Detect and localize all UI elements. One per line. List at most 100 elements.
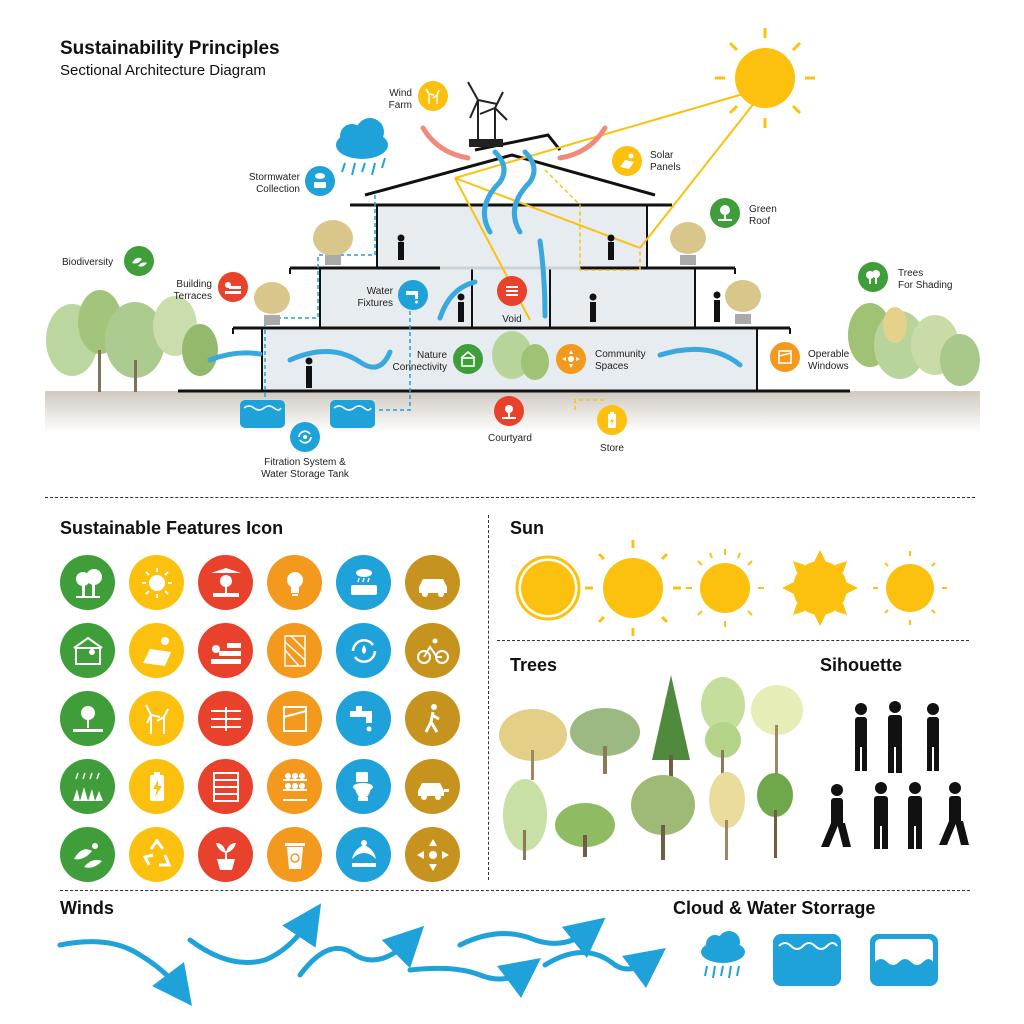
courtyard-icon [494, 396, 524, 426]
sun-variant-4 [782, 550, 858, 626]
trees-right [848, 303, 980, 386]
sun-section-title: Sun [510, 518, 544, 538]
cloud-section-title: Cloud & Water Storrage [673, 898, 876, 918]
wind-arrows [57, 903, 667, 1006]
water-tank-full-icon [773, 934, 841, 986]
community-spaces-icon [405, 827, 460, 882]
stairs-void-icon [198, 759, 253, 814]
bicycle-icon [405, 623, 460, 678]
tree-7 [555, 803, 615, 857]
void-icon [497, 276, 527, 306]
nature-connectivity-icon [60, 623, 115, 678]
filtration-system-icon [290, 422, 320, 452]
wind-flows [207, 149, 743, 370]
lightbulb-icon [267, 555, 322, 610]
trees-left [46, 290, 218, 392]
rain-cloud-icon [701, 931, 745, 979]
solar-panels-icon [612, 146, 642, 176]
icon-grid [60, 555, 460, 882]
battery-icon [129, 759, 184, 814]
section-diagram [45, 28, 980, 433]
tree-variants [499, 675, 803, 860]
birds-leaves-icon [60, 827, 115, 882]
solar-panel-icon [129, 623, 184, 678]
wind-arrow-5 [457, 917, 606, 959]
wind-farm-label: Wind Farm [388, 88, 412, 111]
winds-section-title: Winds [60, 898, 114, 918]
vertical-garden-icon [267, 759, 322, 814]
water-recycle-icon [336, 623, 391, 678]
operable-window-icon [267, 691, 322, 746]
biodiversity-icon [124, 246, 154, 276]
wind-farm-icon [418, 81, 448, 111]
silhouette-4 [821, 784, 851, 847]
page-subtitle: Sectional Architecture Diagram [60, 62, 266, 79]
tree-2 [570, 708, 640, 774]
courtyard-icon [198, 555, 253, 610]
sun-variant-3 [686, 549, 764, 627]
silhouette-2 [888, 701, 902, 773]
nature-connectivity-icon [453, 344, 483, 374]
stormwater-collection-icon [305, 166, 335, 196]
water-tank-outline-icon [870, 934, 938, 986]
electric-car-icon [405, 759, 460, 814]
silhouette-6 [908, 782, 922, 849]
sun-icon [129, 555, 184, 610]
tree-1 [499, 709, 567, 780]
biodiversity-label: Biodiversity [62, 257, 114, 268]
cloud-water-icons [701, 931, 938, 986]
toilet-icon [336, 759, 391, 814]
nature-connectivity-label: Nature Connectivity [392, 350, 447, 373]
trees-shading-label: Trees For Shading [898, 268, 953, 291]
tree-9 [709, 772, 745, 860]
building-terraces-label: Building Terraces [173, 279, 212, 302]
green-roof-icon [60, 691, 115, 746]
energy-line [544, 169, 641, 271]
wind-arrow-4 [407, 958, 542, 998]
community-spaces-label: Community Spaces [595, 349, 646, 372]
tree-10 [757, 773, 793, 858]
solar-panels-label: Solar Panels [650, 150, 681, 173]
filtration-label: Fitration System & Water Storage Tank [261, 457, 349, 480]
rain-grass-icon [60, 759, 115, 814]
water-tap-icon [336, 691, 391, 746]
fountain-icon [336, 827, 391, 882]
people [305, 234, 721, 388]
sun-variant-5 [873, 551, 947, 625]
silhouette-1 [855, 703, 867, 771]
building-terraces-icon [198, 623, 253, 678]
wind-arrow-2 [187, 903, 322, 965]
silhouette-5 [874, 782, 888, 849]
water-lines [264, 195, 411, 411]
exhaust-flows [420, 125, 608, 161]
water-fixtures-icon [398, 280, 428, 310]
rain-cloud [336, 118, 388, 176]
community-spaces-icon [556, 344, 586, 374]
building-terraces-icon [218, 272, 248, 302]
trees-shading-icon [858, 262, 888, 292]
store-label: Store [600, 443, 624, 454]
pedestrian-icon [405, 691, 460, 746]
recycle-bin-icon [267, 827, 322, 882]
wind-arrow-6 [542, 948, 667, 988]
car-icon [405, 555, 460, 610]
silhouette-section-title: Sihouette [820, 655, 903, 675]
store-battery-icon [597, 405, 627, 435]
green-roof-label: Green Roof [749, 204, 777, 227]
section-void-icon [198, 691, 253, 746]
divider-vertical [488, 515, 489, 880]
courtyard-label: Courtyard [488, 433, 532, 444]
wind-arrow-3 [297, 925, 425, 978]
silhouette-7 [939, 782, 969, 845]
water-fixtures-label: Water Fixtures [357, 286, 393, 309]
page-title: Sustainability Principles [60, 38, 280, 59]
planters [254, 220, 761, 380]
sun-variants [515, 540, 947, 636]
trees-icon [60, 555, 115, 610]
wind-turbine-icon [129, 691, 184, 746]
silhouette-3 [927, 703, 939, 771]
tree-4 [701, 677, 745, 785]
icons-section-title: Sustainable Features Icon [60, 518, 284, 538]
facade-screen-icon [267, 623, 322, 678]
stormwater-label: Stormwater Collection [248, 172, 300, 195]
